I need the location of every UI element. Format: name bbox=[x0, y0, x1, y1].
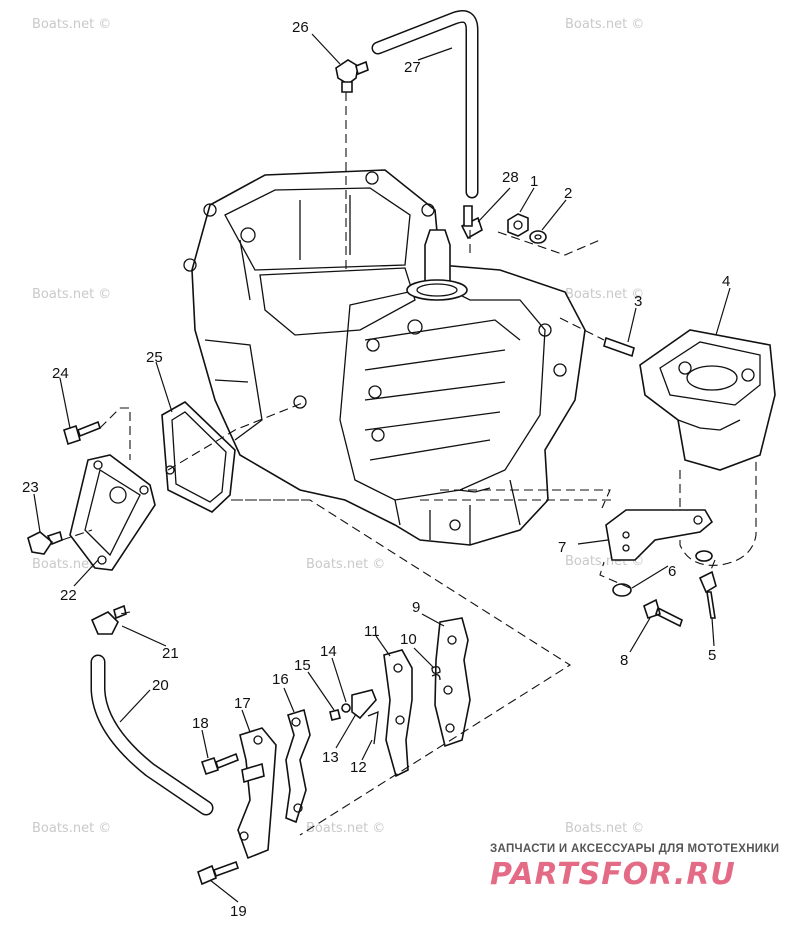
bolt-part-5 bbox=[698, 570, 717, 619]
screw-part-19 bbox=[197, 860, 240, 886]
callout-21: 21 bbox=[162, 645, 179, 662]
callout-labels: 26 27 28 1 2 3 4 7 6 8 5 9 10 11 12 13 1… bbox=[22, 19, 730, 920]
callout-16: 16 bbox=[272, 671, 289, 688]
callout-11: 11 bbox=[364, 623, 380, 640]
callout-25: 25 bbox=[146, 349, 163, 366]
link-part-16 bbox=[285, 708, 311, 824]
callout-17: 17 bbox=[234, 695, 251, 712]
cylinder-block-drawing bbox=[183, 169, 586, 546]
callout-1: 1 bbox=[530, 173, 538, 190]
elbow-part-23 bbox=[27, 530, 63, 555]
fitting-part-21 bbox=[90, 604, 127, 635]
watermark: Boats.net © bbox=[32, 821, 111, 836]
clip-part-13 bbox=[351, 689, 377, 720]
callout-7: 7 bbox=[558, 539, 566, 556]
callout-4: 4 bbox=[722, 273, 730, 290]
callout-8: 8 bbox=[620, 652, 628, 669]
leader-lines bbox=[33, 33, 731, 903]
branding-tagline: ЗАПЧАСТИ И АКСЕССУАРЫ ДЛЯ МОТОТЕХНИКИ bbox=[490, 843, 779, 855]
callout-15: 15 bbox=[294, 657, 311, 674]
spring-part-10 bbox=[431, 666, 441, 681]
watermark: Boats.net © bbox=[565, 287, 644, 302]
bracket-part-17 bbox=[237, 727, 277, 860]
callout-5: 5 bbox=[708, 647, 716, 664]
callout-22: 22 bbox=[60, 587, 77, 604]
watermark: Boats.net © bbox=[32, 287, 111, 302]
washer-part-6 bbox=[612, 583, 632, 597]
watermark: Boats.net © bbox=[306, 557, 385, 572]
cover-part-22 bbox=[69, 454, 156, 571]
callout-14: 14 bbox=[320, 643, 337, 660]
stud-part-3 bbox=[603, 336, 635, 358]
callout-6: 6 bbox=[668, 563, 676, 580]
watermark: Boats.net © bbox=[306, 821, 385, 836]
callout-27: 27 bbox=[404, 59, 421, 76]
callout-9: 9 bbox=[412, 599, 420, 616]
washer-part-14 bbox=[341, 703, 351, 713]
gasket-part-25 bbox=[161, 401, 236, 513]
washer-part-6b bbox=[695, 550, 713, 562]
callout-28: 28 bbox=[502, 169, 519, 186]
branding-logo: PARTSFOR.RU bbox=[490, 857, 736, 892]
watermark: Boats.net © bbox=[565, 821, 644, 836]
callout-19: 19 bbox=[230, 903, 247, 920]
callout-20: 20 bbox=[152, 677, 169, 694]
callout-2: 2 bbox=[564, 185, 572, 202]
callout-3: 3 bbox=[634, 293, 642, 310]
callout-18: 18 bbox=[192, 715, 209, 732]
branding-footer: ЗАПЧАСТИ И АКСЕССУАРЫ ДЛЯ МОТОТЕХНИКИ PA… bbox=[490, 843, 779, 892]
callout-26: 26 bbox=[292, 19, 309, 36]
bolt-part-8 bbox=[643, 598, 683, 628]
callout-24: 24 bbox=[52, 365, 69, 382]
lever-part-11 bbox=[383, 649, 413, 778]
screw-part-15 bbox=[329, 709, 341, 721]
plate-part-9 bbox=[434, 617, 471, 748]
exhaust-housing-part-4 bbox=[639, 329, 776, 471]
bracket-part-7 bbox=[605, 509, 714, 561]
callout-23: 23 bbox=[22, 479, 39, 496]
elbow-fitting-part-26 bbox=[335, 59, 369, 93]
watermark: Boats.net © bbox=[32, 17, 111, 32]
washer-part-2 bbox=[529, 230, 547, 244]
callout-12: 12 bbox=[350, 759, 367, 776]
callout-10: 10 bbox=[400, 631, 417, 648]
screw-part-18 bbox=[200, 752, 239, 776]
assembly-dashed-lines bbox=[61, 92, 716, 836]
callout-13: 13 bbox=[322, 749, 339, 766]
clip-part-12 bbox=[367, 710, 379, 745]
fitting-part-28 bbox=[460, 205, 483, 240]
watermark: Boats.net © bbox=[565, 17, 644, 32]
nut-part-1 bbox=[507, 213, 529, 237]
